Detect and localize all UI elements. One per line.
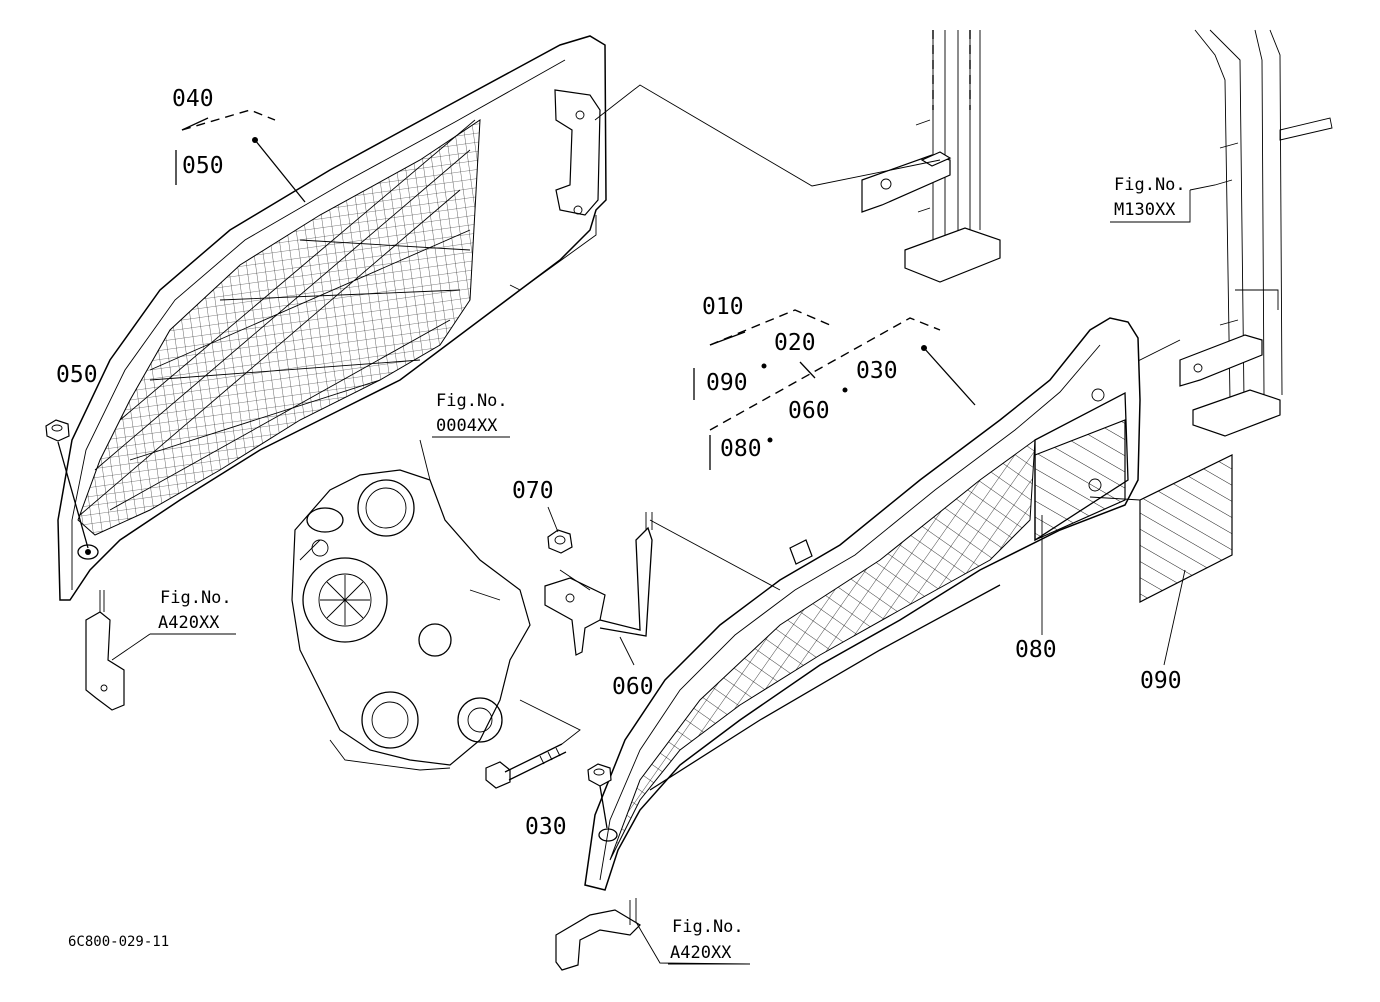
right-side-panel	[584, 317, 1141, 891]
callout-060-group: 060	[788, 398, 830, 424]
callout-020: 020	[774, 330, 816, 356]
hex-bolt	[485, 743, 567, 789]
flange-nut-070	[547, 529, 573, 554]
support-bracket-060	[544, 512, 653, 656]
decal-080	[1034, 419, 1126, 541]
left-side-grille	[57, 35, 607, 601]
bottom-mount-bracket	[555, 898, 641, 971]
leader-070	[547, 506, 559, 533]
underline-a420-bottom	[635, 921, 751, 965]
figref-0004-label: Fig.No.	[436, 391, 508, 411]
leader-m130	[1189, 179, 1233, 191]
group-line-010	[709, 309, 831, 346]
callout-090: 090	[1140, 668, 1182, 694]
leader-060-to-case	[559, 569, 591, 591]
diagram-code: 6C800-029-11	[68, 934, 169, 950]
leader-010-to-panel	[923, 347, 976, 406]
figref-a420-left-code: A420XX	[158, 613, 220, 633]
group-dot-020	[761, 363, 767, 369]
leader-050-left	[57, 441, 89, 549]
underline-a420-left	[111, 633, 236, 661]
decal-090	[1139, 454, 1233, 603]
leader-0004	[419, 439, 431, 481]
callout-050-top: 050	[182, 153, 224, 179]
left-mount-bracket	[85, 590, 125, 711]
flange-nut-030	[587, 763, 612, 787]
leader-060	[619, 636, 635, 666]
figref-m130-code: M130XX	[1114, 200, 1176, 220]
figref-m130-label: Fig.No.	[1114, 175, 1186, 195]
flange-nut-050	[45, 419, 70, 442]
underline-m130	[1110, 190, 1191, 223]
callout-080: 080	[1015, 637, 1057, 663]
group-dot-030	[842, 387, 848, 393]
rops-post-right	[1179, 29, 1333, 437]
gear-case-housing	[291, 469, 531, 771]
leader-decal-to-panel	[1089, 496, 1141, 501]
callout-080-group: 080	[720, 436, 762, 462]
leader-020	[799, 361, 816, 379]
callout-060: 060	[612, 674, 654, 700]
callout-030: 030	[525, 814, 567, 840]
group-line-020	[709, 317, 941, 431]
callout-010: 010	[702, 294, 744, 320]
leader-090	[1163, 569, 1186, 666]
group-dot-060	[767, 437, 773, 443]
callout-070: 070	[512, 478, 554, 504]
rops-post-left	[861, 30, 1001, 283]
group-line-040	[181, 109, 276, 131]
figref-a420-bottom-code: A420XX	[670, 943, 732, 963]
leader-040-to-grille	[254, 139, 306, 203]
leader-060-to-panel	[649, 519, 781, 591]
leader-030-nut	[599, 785, 608, 829]
leader-bolt	[519, 699, 581, 745]
figref-a420-bottom-label: Fig.No.	[672, 917, 744, 937]
callout-090-group: 090	[706, 370, 748, 396]
figref-0004-code: 0004XX	[436, 416, 498, 436]
leader-bracket-to-post	[594, 84, 941, 187]
callout-050-left: 050	[56, 362, 98, 388]
figref-a420-left-label: Fig.No.	[160, 588, 232, 608]
callout-040: 040	[172, 86, 214, 112]
callout-030-group: 030	[856, 358, 898, 384]
